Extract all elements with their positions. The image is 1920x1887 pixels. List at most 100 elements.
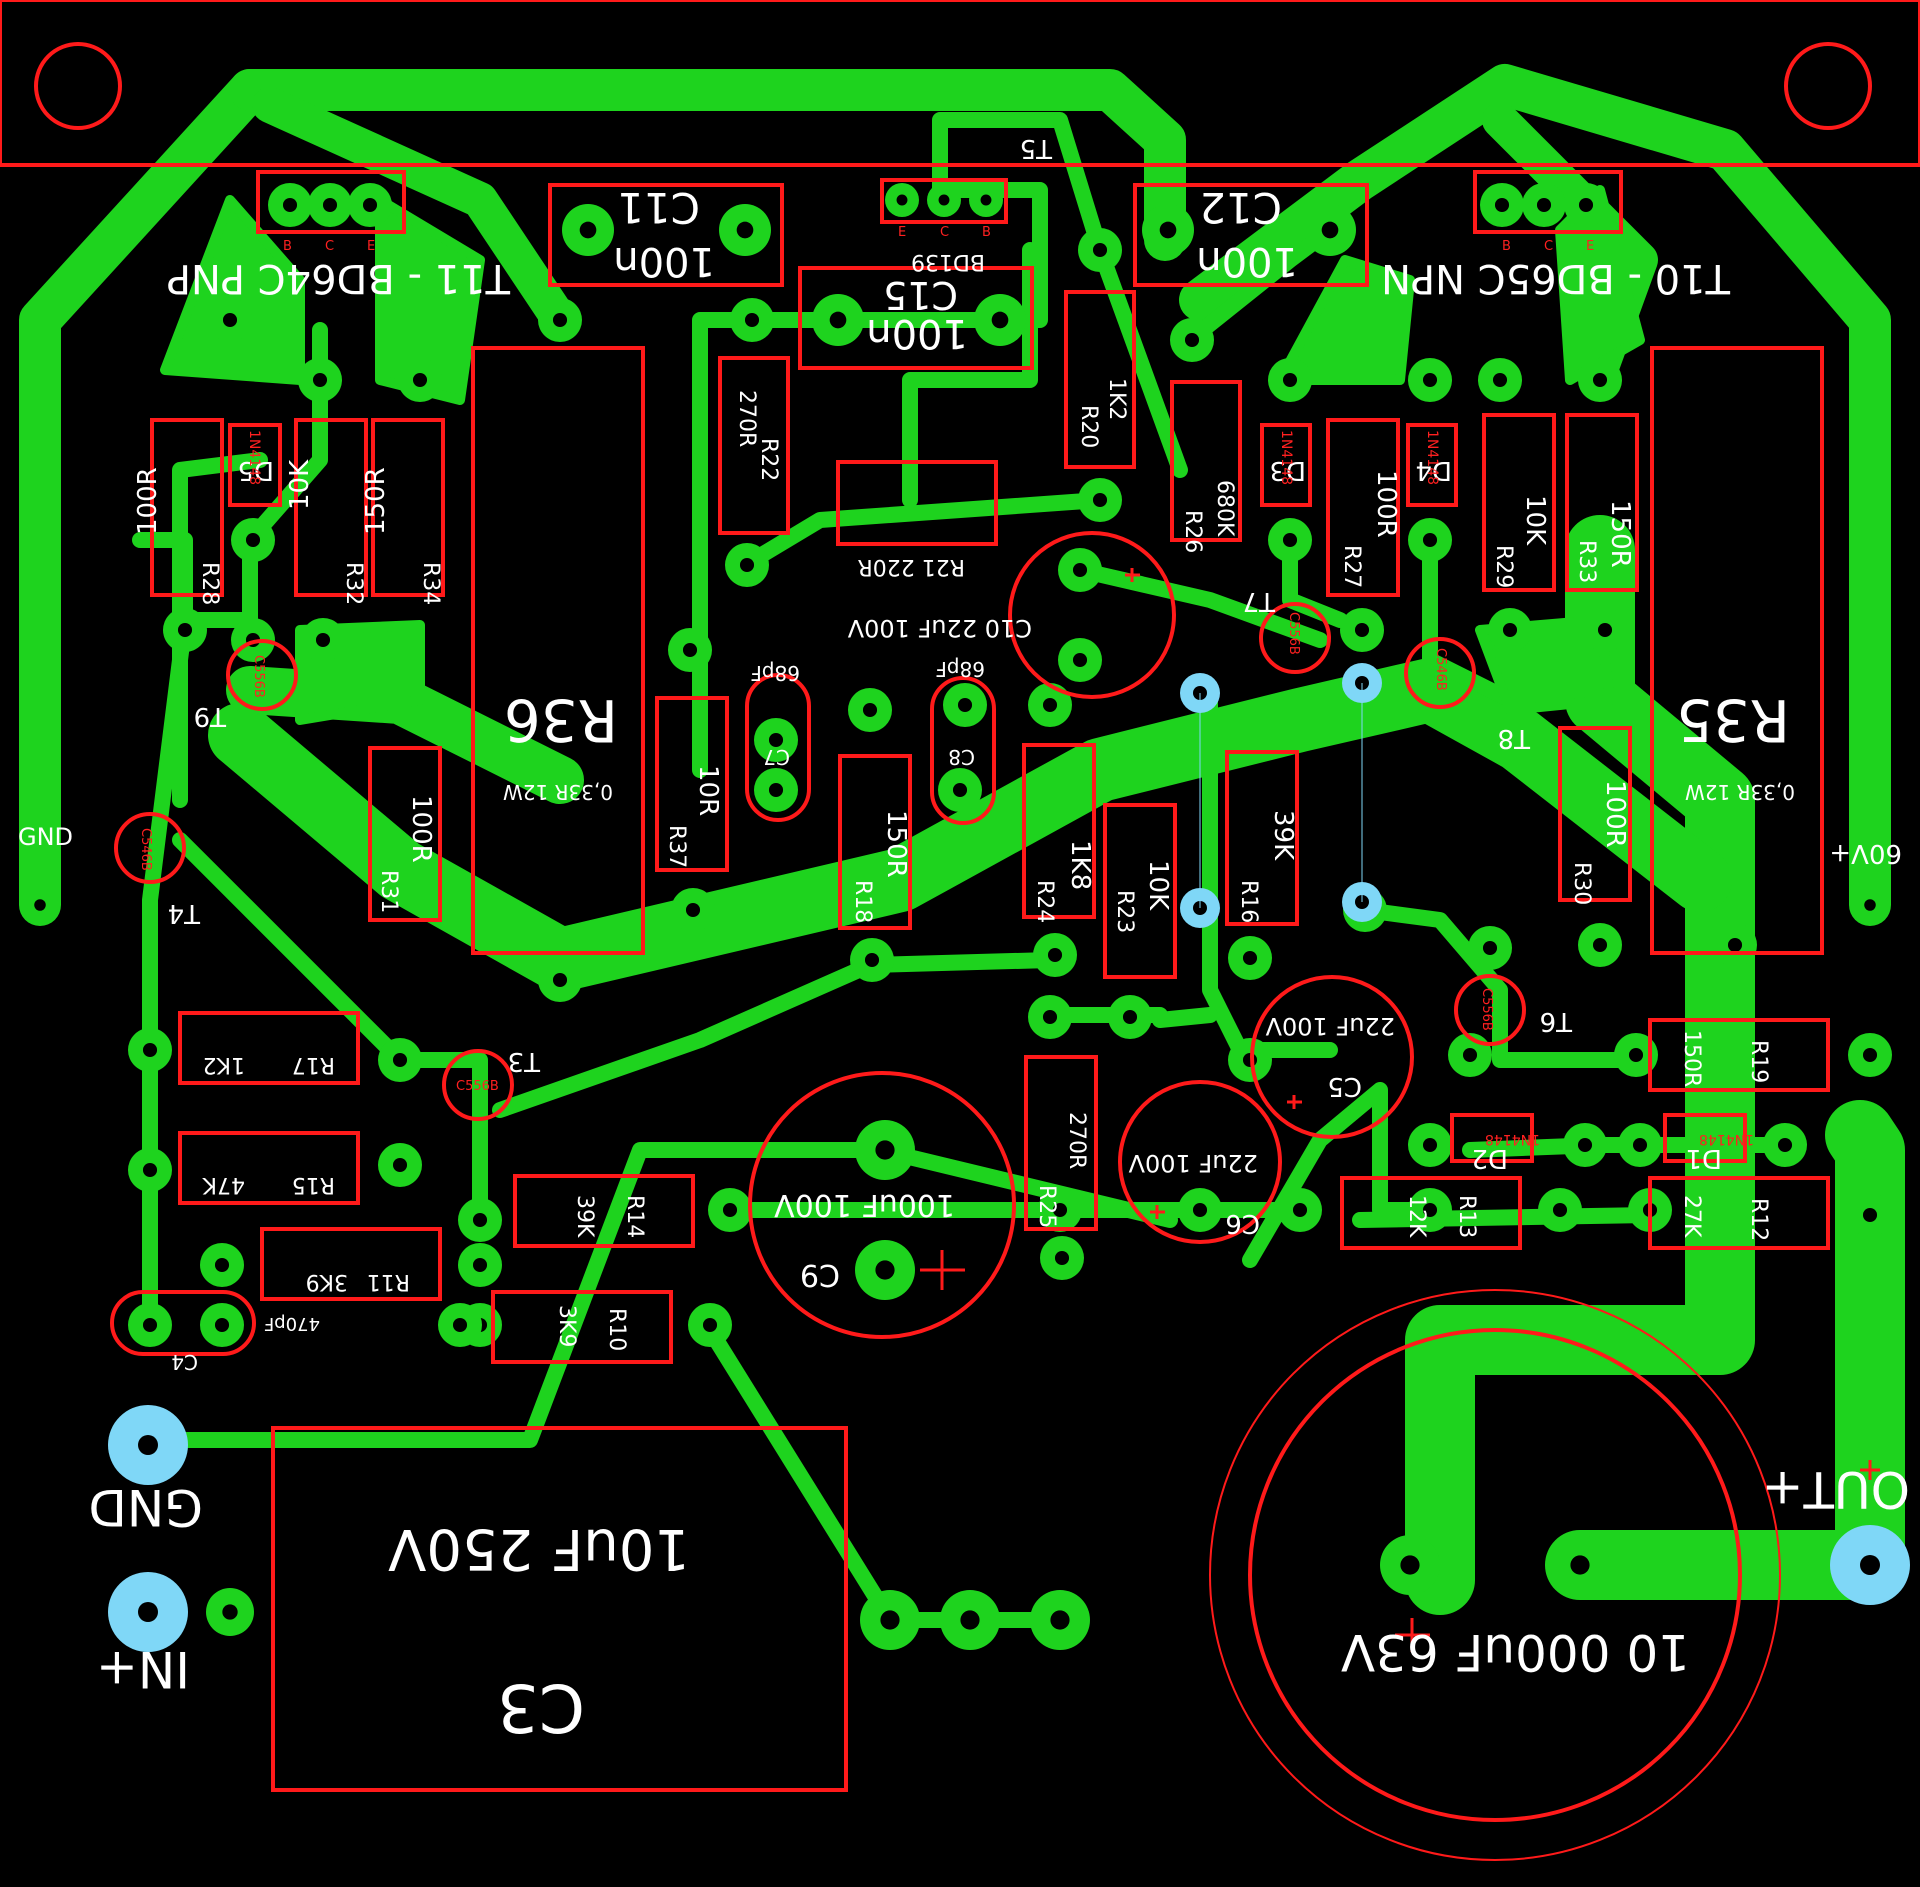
r36-label: R36 [504,686,618,754]
r13-outline [1340,1176,1522,1250]
t3-outline [442,1049,514,1121]
drill-hole [1632,1137,1648,1153]
drill-hole [1494,197,1510,213]
r33-label: R33 [1574,540,1599,583]
c7-outline [745,673,811,822]
r16-label: R16 [1236,880,1261,923]
drill-hole [991,311,1009,329]
r37-label: R37 [664,825,689,868]
c11-outline [548,183,784,287]
r27-outline [1326,418,1400,597]
c-big-outline [1248,1328,1742,1822]
trace-signal [1357,902,1643,1068]
c12-value: 100n [1196,238,1298,284]
trace-output-rail-2 [1545,1100,1905,1600]
trace-signal [1352,1207,1658,1228]
r31-value: 100R [406,795,436,863]
d5-outline [228,423,282,507]
r37-value: 10R [693,765,723,816]
drill-hole [957,697,973,713]
drill-hole [1321,221,1339,239]
trace-signal [1202,692,1338,1058]
drill-hole [552,972,568,988]
r19-outline [1648,1018,1830,1092]
r15-label: R15 [292,1172,335,1197]
drill-hole [682,642,698,658]
drill-hole [1727,937,1743,953]
drill-hole [1862,1047,1878,1063]
c10-outline [1008,531,1176,699]
c9-value: 100uF 100V [774,1187,955,1222]
mounting-hole-left [34,42,122,130]
r13-value: 12K [1404,1195,1429,1238]
r25-outline [1024,1055,1098,1231]
pin-label: E [367,239,375,254]
r22-outline [718,356,790,535]
drill-hole [222,312,238,328]
gnd-left-label: GND [18,823,73,851]
drill-hole [1052,1202,1068,1218]
drill-hole [1292,1202,1308,1218]
trace-signal [142,1142,1178,1448]
r30-value: 100R [1600,780,1630,848]
r17-value: 1K2 [203,1052,245,1077]
c15-value: 100n [866,310,968,356]
r35-value: 0,33R 12W [1685,780,1795,804]
c-big-value: 10 000uF 63V [1341,1623,1690,1681]
r28-label: R28 [197,562,222,605]
r30-label: R30 [1569,862,1594,905]
r24-value: 1K8 [1065,840,1095,890]
drill-hole [472,1212,488,1228]
c10-label: C10 22uF 100V [847,614,1032,642]
trace-signal [172,832,488,1228]
r17-outline [178,1011,360,1085]
drill-hole [1578,197,1594,213]
drill-hole [1400,1555,1420,1575]
trace-emitter-bus [208,658,1732,992]
r10-label: R10 [604,1308,629,1351]
r13-label: R13 [1454,1195,1479,1238]
drill-hole [875,1260,895,1280]
drill-hole [862,702,878,718]
r23-value: 10K [1143,860,1173,911]
trace-right-60v-rail [1179,64,1891,926]
c15-label: C15 [883,273,958,317]
r26-value: 680K [1212,480,1237,537]
r26-outline [1170,380,1242,542]
c-big-outline-outer [1209,1289,1781,1861]
r12-value: 27K [1679,1195,1704,1238]
drill-hole [768,732,784,748]
d5-part-label: 1N4148 [246,430,262,485]
r35-label: R35 [1676,686,1790,754]
drill-hole [1492,372,1508,388]
t11-label: T11 - BD64C PNP [167,255,511,301]
drill-hole [362,197,378,213]
t5-label: T5 [1020,133,1053,163]
t9-outline [226,639,298,711]
r33-value: 150R [1605,500,1635,568]
c6-value: 22uF 100V [1128,1149,1258,1177]
r21-label: R21 220R [857,554,965,579]
trace-signal [1242,1082,1438,1268]
r27-value: 100R [1371,470,1401,538]
t6-label: T6 [1540,1006,1573,1036]
c12-label: C12 [1199,183,1282,232]
t7-outline [1259,602,1331,674]
copper-pad-area [160,195,305,385]
r29-label: R29 [1491,545,1516,588]
d4-label: D4 [1415,455,1452,485]
r25-label: R25 [1034,1185,1059,1228]
drill-hole [1282,372,1298,388]
t4-part-label: C546B [138,828,153,871]
plus-mark [1860,1460,1880,1480]
c6-outline [1118,1080,1282,1244]
pads-layer [22,183,1892,1650]
drill-hole [685,902,701,918]
drill-hole [1242,1052,1258,1068]
c9-outline [748,1071,1016,1339]
c6-label: C6 [1225,1208,1260,1238]
drill-hole [282,197,298,213]
r14-outline [513,1174,695,1248]
drill-hole [1777,1137,1793,1153]
d4-outline [1406,423,1458,507]
